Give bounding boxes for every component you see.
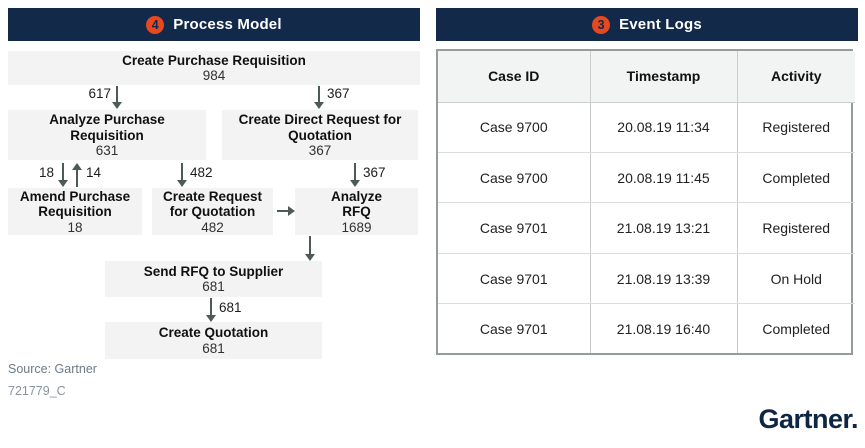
- cell-timestamp: 21.08.19 13:21: [590, 202, 738, 254]
- cell-activity: Completed: [762, 320, 831, 337]
- flow-label-367: 367: [327, 86, 350, 101]
- source-note: Source: Gartner: [8, 362, 97, 376]
- table-row: Case 9701 21.08.19 13:21 Registered: [438, 202, 855, 254]
- cell-activity: Registered: [737, 202, 855, 254]
- node-count: 631: [95, 143, 119, 158]
- down-arrow-icon: [112, 86, 122, 109]
- node-count: 367: [308, 143, 332, 158]
- node-create-purchase-requisition: Create Purchase Requisition 984: [8, 51, 420, 85]
- down-arrow-icon: [350, 163, 360, 187]
- node-title: Analyze RFQ: [330, 188, 383, 220]
- down-arrow-icon: [58, 163, 68, 187]
- node-create-request-for-quotation: Create Request for Quotation 482: [152, 188, 273, 235]
- down-arrow-icon: [177, 163, 187, 187]
- right-arrow-icon: [277, 206, 295, 216]
- table-row: Case 9700 20.08.19 11:45 Completed: [438, 152, 855, 204]
- node-analyze-rfq: Analyze RFQ 1689: [295, 188, 418, 235]
- node-title: Create Quotation: [158, 325, 269, 341]
- table-row: Case 9701 21.08.19 16:40 Completed: [438, 303, 855, 353]
- process-model-header: 4 Process Model: [8, 8, 420, 41]
- flow-label-14: 14: [86, 165, 102, 180]
- event-logs-table: Case ID Timestamp Activity Case 9700 20.…: [436, 49, 855, 355]
- cell-timestamp: 20.08.19 11:45: [590, 152, 738, 204]
- cell-timestamp: 20.08.19 11:34: [590, 102, 738, 153]
- flow-label-18: 18: [38, 165, 54, 180]
- gartner-logo: Gartner.: [758, 404, 858, 434]
- flow-label-681: 681: [219, 300, 242, 315]
- cell-activity: Registered: [737, 102, 855, 153]
- node-title: Create Request for Quotation: [162, 188, 263, 220]
- cell-case-id: Case 9700: [438, 152, 591, 204]
- node-count: 1689: [341, 219, 372, 235]
- process-model-badge: 4: [146, 15, 165, 34]
- node-count: 681: [202, 340, 225, 356]
- down-arrow-icon: [314, 86, 324, 109]
- document-id: 721779_C: [8, 384, 66, 398]
- node-amend-purchase-requisition: Amend Purchase Requisition 18: [8, 188, 142, 235]
- node-create-quotation: Create Quotation 681: [105, 322, 322, 359]
- flow-label-367b: 367: [363, 165, 386, 180]
- node-count: 482: [201, 219, 224, 235]
- cell-case-id: Case 9700: [438, 102, 591, 153]
- node-send-rfq-to-supplier: Send RFQ to Supplier 681: [105, 261, 322, 297]
- node-title: Send RFQ to Supplier: [143, 263, 284, 279]
- node-analyze-purchase-requisition: Analyze Purchase Requisition 631: [8, 110, 206, 160]
- column-header-case-id: Case ID: [438, 51, 591, 103]
- node-title: Analyze Purchase Requisition: [49, 112, 165, 143]
- cell-case-id: Case 9701: [438, 253, 591, 305]
- table-row: Case 9701 21.08.19 13:39 On Hold: [438, 253, 855, 305]
- table-header-row: Case ID Timestamp Activity: [438, 51, 855, 103]
- node-title: Create Direct Request for Quotation: [238, 112, 402, 143]
- cell-activity: On Hold: [737, 253, 855, 305]
- cell-timestamp: 21.08.19 13:39: [590, 253, 738, 305]
- table-row: Case 9700 20.08.19 11:34 Registered: [438, 102, 855, 153]
- cell-activity: Completed: [737, 152, 855, 204]
- cell-timestamp: 21.08.19 16:40: [590, 303, 738, 353]
- node-count: 984: [202, 68, 226, 84]
- column-header-activity: Activity: [737, 51, 855, 103]
- cell-case-id: Case 9701: [438, 202, 591, 254]
- down-arrow-icon: [305, 236, 315, 261]
- column-header-timestamp: Timestamp: [590, 51, 738, 103]
- node-count: 681: [202, 279, 225, 295]
- node-create-direct-request-for-quotation: Create Direct Request for Quotation 367: [222, 110, 418, 160]
- flow-label-617: 617: [88, 86, 111, 101]
- up-arrow-icon: [72, 163, 82, 187]
- down-arrow-icon: [206, 298, 216, 322]
- process-model-title: Process Model: [173, 16, 282, 33]
- node-title: Create Purchase Requisition: [122, 52, 306, 68]
- cell-case-id: Case 9701: [438, 303, 591, 353]
- flow-label-482: 482: [190, 165, 213, 180]
- event-logs-badge: 3: [592, 15, 611, 34]
- node-count: 18: [67, 219, 83, 235]
- event-logs-title: Event Logs: [619, 16, 702, 33]
- event-logs-header: 3 Event Logs: [436, 8, 858, 41]
- node-title: Amend Purchase Requisition: [19, 188, 131, 220]
